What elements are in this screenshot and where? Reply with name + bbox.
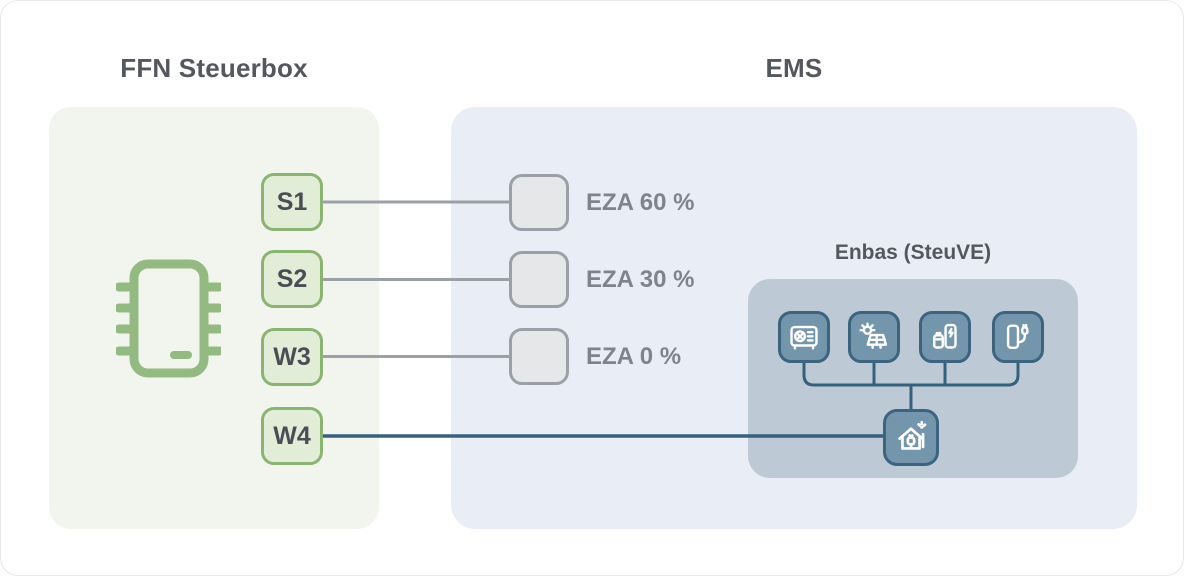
solar-pv-icon xyxy=(859,322,888,349)
hub-box-smart-home xyxy=(883,409,939,466)
eza-60-label: EZA 60 % xyxy=(586,188,695,216)
port-box-w3: W3 xyxy=(261,328,323,386)
eza-30-label: EZA 30 % xyxy=(586,265,695,293)
port-label-s2: S2 xyxy=(276,264,308,293)
ev-charger-icon xyxy=(1006,323,1029,349)
port-label-w3: W3 xyxy=(273,342,311,371)
enbas-title: Enbas (SteuVE) xyxy=(834,241,992,264)
device-box-heat-pump xyxy=(778,311,830,363)
microchip-icon xyxy=(114,259,224,379)
port-box-w4: W4 xyxy=(261,407,323,465)
port-box-s2: S2 xyxy=(261,250,323,308)
device-box-solar-pv xyxy=(848,311,900,363)
battery-storage-icon xyxy=(933,323,957,349)
ffn-steuerbox-title: FFN Steuerbox xyxy=(120,53,308,83)
smart-home-energy-icon xyxy=(898,420,927,450)
ffn-steuerbox-panel xyxy=(49,107,379,529)
ems-input-box-1 xyxy=(509,174,569,231)
ems-input-box-3 xyxy=(509,328,569,385)
device-box-battery-storage xyxy=(919,311,971,363)
ems-input-box-2 xyxy=(509,251,569,308)
device-box-ev-charger xyxy=(992,311,1044,363)
ems-title: EMS xyxy=(765,53,823,83)
port-label-w4: W4 xyxy=(273,421,311,450)
heat-pump-icon xyxy=(790,325,818,350)
port-box-s1: S1 xyxy=(261,173,323,231)
port-label-s1: S1 xyxy=(276,187,308,216)
eza-0-label: EZA 0 % xyxy=(586,342,682,370)
